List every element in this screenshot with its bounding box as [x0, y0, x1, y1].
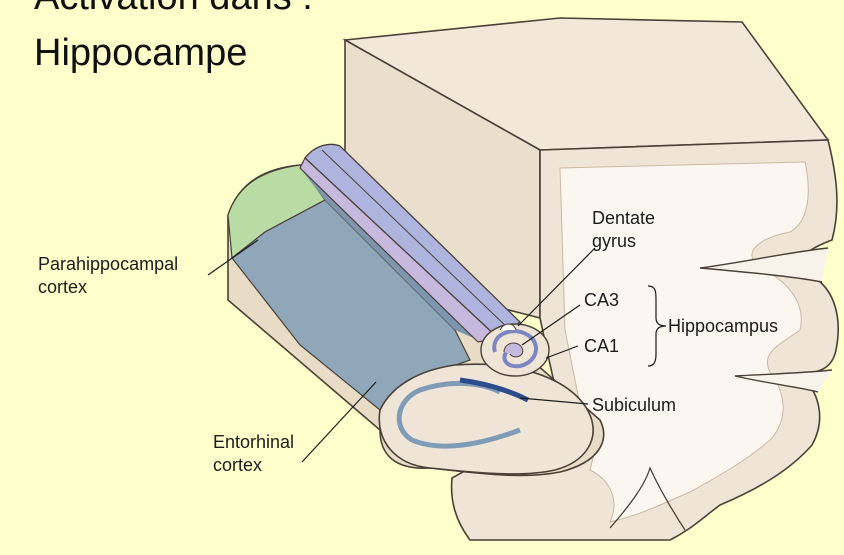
- label-entorhinal-line1: Entorhinal: [213, 432, 294, 452]
- label-entorhinal-line2: cortex: [213, 455, 262, 475]
- label-dentate-line2: gyrus: [592, 231, 636, 251]
- label-ca1: CA1: [584, 336, 619, 356]
- label-parahippocampal-line1: Parahippocampal: [38, 254, 178, 274]
- label-dentate-line1: Dentate: [592, 208, 655, 228]
- label-parahippocampal-line2: cortex: [38, 277, 87, 297]
- label-hippocampus: Hippocampus: [668, 316, 778, 336]
- label-subiculum: Subiculum: [592, 395, 676, 415]
- label-ca3: CA3: [584, 290, 619, 310]
